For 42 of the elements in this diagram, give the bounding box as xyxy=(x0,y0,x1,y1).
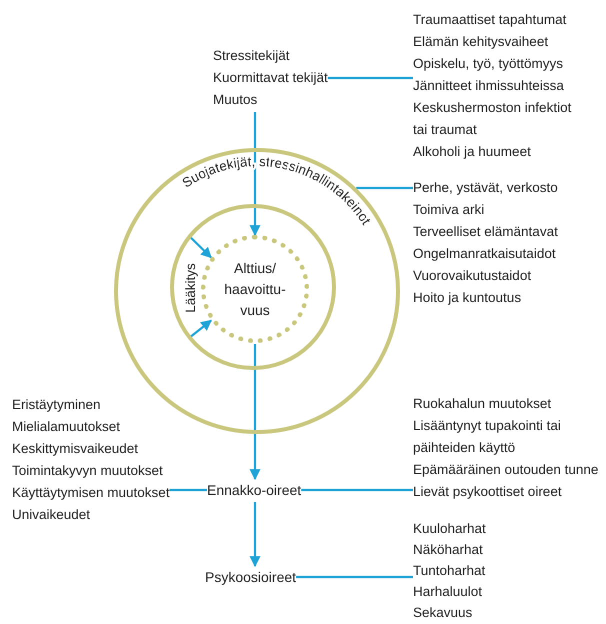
list-item: Keskushermoston infektiot tai traumat xyxy=(413,99,572,139)
list-item: Perhe, ystävät, verkosto xyxy=(413,179,558,197)
list-item: Stressitekijät xyxy=(213,47,291,65)
list-item: Epämääräinen outouden tunne xyxy=(413,461,600,479)
list-item: Jännitteet ihmissuhteissa xyxy=(413,77,565,95)
list-item: Ongelmanratkaisutaidot xyxy=(413,245,557,263)
list-item: Lievät psykoottiset oireet xyxy=(413,483,563,501)
list-item: Vuorovaikutustaidot xyxy=(413,267,532,285)
ring-label: Lääkitys xyxy=(183,262,199,315)
list-item: Eristäytyminen xyxy=(12,396,102,414)
list-item: Kuuloharhat xyxy=(413,520,486,538)
list-item: Univaikeudet xyxy=(12,506,92,524)
list-item: Muutos xyxy=(213,91,258,109)
connector-line xyxy=(296,576,413,578)
list-item: Harhaluulot xyxy=(413,583,484,601)
list-item: Sekavuus xyxy=(413,604,474,622)
list-item: Ruokahalun muutokset xyxy=(413,395,552,413)
list-item: Hoito ja kuntoutus xyxy=(413,289,522,307)
list-item: Opiskelu, työ, työttömyys xyxy=(413,55,564,73)
arrow xyxy=(188,320,212,338)
list-item: Käyttäytymisen muutokset xyxy=(12,484,170,502)
list-item: Näköharhat xyxy=(413,541,484,559)
connector-line xyxy=(301,488,413,492)
arrow xyxy=(250,502,260,568)
arrow xyxy=(250,344,260,480)
list-item: Toimintakyvyn muutokset xyxy=(12,462,164,480)
stage-label: Psykoosioireet xyxy=(205,566,296,588)
list-item: Tuntoharhat xyxy=(413,562,486,580)
stage-label: Ennakko-oireet xyxy=(207,479,302,501)
list-item: Alkoholi ja huumeet xyxy=(413,143,532,161)
list-item: Mielialamuutokset xyxy=(12,418,122,436)
list-item: Keskittymisvaikeudet xyxy=(12,440,140,458)
list-item: Elämän kehitysvaiheet xyxy=(413,33,550,51)
arrow xyxy=(188,236,212,258)
list-item: Toimiva arki xyxy=(413,201,486,219)
list-item: Lisääntynyt tupakointi tai päihteiden käyttö xyxy=(413,417,562,457)
connector-line xyxy=(328,76,413,80)
connector-line xyxy=(170,488,207,492)
list-item: Kuormittavat tekijät xyxy=(213,69,328,87)
list-item: Terveelliset elämäntavat xyxy=(413,223,558,241)
core-label: Alttius/ haavoittu- vuus xyxy=(223,258,287,320)
list-item: Traumaattiset tapahtumat xyxy=(413,11,568,29)
